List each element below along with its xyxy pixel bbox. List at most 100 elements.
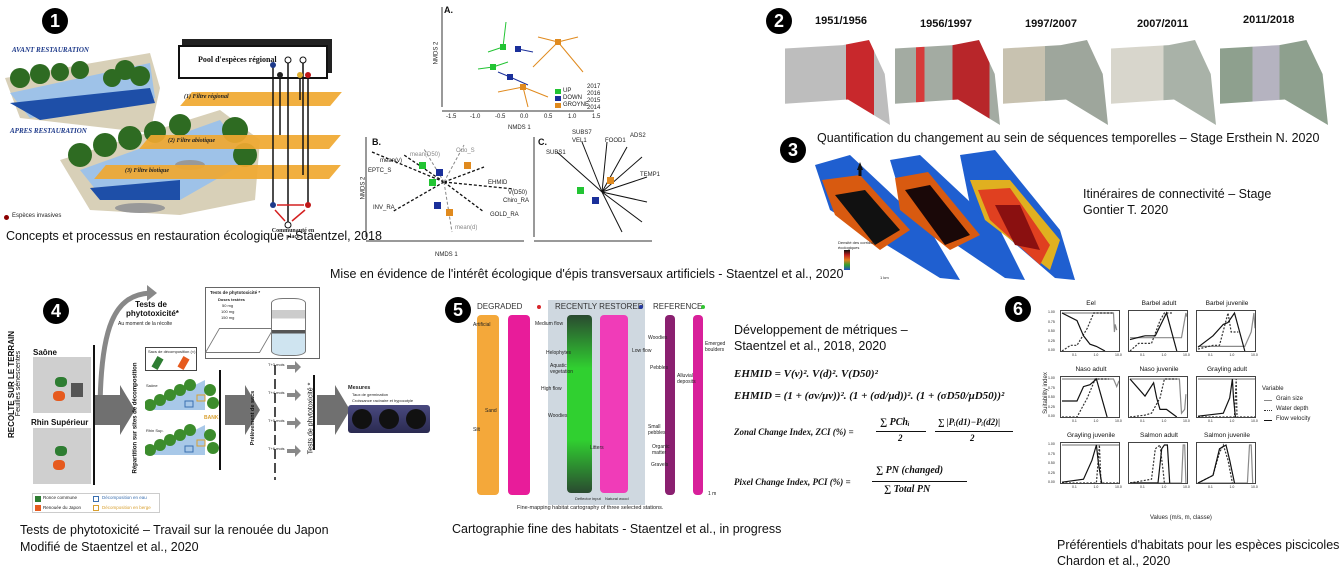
annotation-sand: Sand	[485, 408, 497, 414]
legend-renouee: Renouée du Japon	[43, 505, 82, 510]
dose-100: 100 mg	[221, 309, 235, 314]
flow-velocity-line	[1062, 377, 1108, 417]
annotation-high-flow: High flow	[541, 386, 562, 392]
panel-title: Grayling adult	[1206, 366, 1248, 373]
rhin-small-label: Rhin Sup.	[146, 428, 164, 433]
ytick: 0.75	[1048, 319, 1055, 324]
xtick: 10.0	[1115, 419, 1122, 423]
station-degraded: DEGRADED	[477, 302, 523, 311]
legend-year: 2017	[587, 84, 601, 90]
restored-dot-icon	[639, 305, 643, 309]
formula-pci-denominator: ∑ Total PN	[884, 484, 931, 495]
legend-up: UP	[563, 88, 572, 94]
map-2007-2011	[1111, 40, 1216, 125]
water-depth-line	[1198, 378, 1255, 417]
suitability-legend: Variable Grain size Water depth Flow vel…	[1262, 386, 1337, 436]
petri-dish-icon	[406, 409, 427, 429]
vector-temp1: TEMP1	[640, 172, 661, 178]
saone-region-icon	[71, 383, 83, 397]
water-depth-line	[1197, 312, 1239, 350]
annotation-alluvial: Alluvial deposits	[677, 373, 696, 385]
xtick: 0.5	[544, 114, 553, 120]
vector-mean-d: mean(d)	[455, 225, 478, 231]
bracket-right	[218, 370, 221, 470]
nmds-a-ylabel: NMDS 2	[433, 41, 440, 65]
degraded-substrates-strip	[477, 315, 499, 495]
tests-top-sub: Au moment de la récolte	[118, 321, 173, 327]
caption-section-6-line1: Préférentiels d'habitats pour les espèce…	[1057, 538, 1340, 552]
grain-size-line	[1198, 312, 1255, 348]
nmds-b-axes	[365, 137, 524, 242]
ytick: 0.50	[1048, 461, 1055, 465]
grain-size-line	[1130, 378, 1187, 415]
connectivity-legend-1: Densité des corridors écologiques	[838, 240, 878, 280]
xtick: 1.0	[1161, 353, 1167, 357]
formula-zci-fraction-line	[876, 431, 926, 432]
xtick: 10.0	[1115, 485, 1122, 489]
section-number-5: 5	[445, 297, 471, 323]
ytick: 0.25	[1048, 404, 1055, 409]
suitability-panel	[1128, 310, 1188, 352]
legend-groyne: GROYNE	[563, 102, 590, 108]
panel-title: Barbel juvenile	[1205, 300, 1249, 307]
ytick: 1.00	[1048, 442, 1055, 446]
petri-dish-icon	[351, 409, 372, 429]
xtick: 0.1	[1072, 485, 1077, 489]
grain-size-line	[1198, 444, 1254, 483]
vector-subs1: SUBS1	[546, 150, 566, 156]
restored-velocity-strip	[600, 315, 628, 493]
vector-food1: FOOD1	[605, 138, 626, 144]
legend-deflector: Deflector input	[575, 496, 601, 501]
caption-section-3-line1: Itinéraires de connectivité – Stage	[1083, 187, 1272, 201]
legend-velocity-line	[1264, 420, 1272, 421]
caption-section-2: Quantification du changement au sein de …	[817, 131, 1320, 145]
decomposition-bags-box: Sacs de décomposition (×)	[145, 347, 197, 371]
caption-section-1: Concepts et processus en restauration éc…	[6, 229, 382, 243]
formula-zci-label: Zonal Change Index, ZCI (%) =	[734, 427, 854, 437]
legend-invasive-species: Espèces invasives	[12, 213, 62, 219]
xtick: 10.0	[1183, 485, 1190, 489]
orange-bag-icon	[177, 356, 190, 370]
ronce-shape-icon	[55, 446, 67, 456]
renouee-legend-icon	[35, 505, 41, 511]
phytotoxicity-workflow: RECOLTE SUR LE TERRAIN Feuilles sénescen…	[0, 285, 430, 515]
reference-dot-icon	[701, 305, 705, 309]
nmds-c-label: C.	[538, 137, 547, 147]
flow-velocity-line	[1197, 311, 1246, 351]
vector-odo: Odo_S	[456, 148, 475, 154]
xtick: 1.0	[568, 114, 577, 120]
ytick: 0.75	[1048, 451, 1055, 456]
ytick: 0.50	[1048, 329, 1055, 333]
xtick: 10.0	[1183, 419, 1190, 423]
vector-mean-v: mean(v)	[380, 158, 403, 164]
saone-map	[33, 357, 91, 413]
xtick: -1.5	[446, 114, 457, 120]
section-number-4: 4	[43, 298, 69, 324]
phytotoxicity-legend: Ronce commune Renouée du Japon Décomposi…	[32, 493, 160, 513]
measure-growth: Croissance racinaire et hypocotyle	[352, 398, 414, 403]
measure-germination: Taux de germination	[352, 392, 389, 397]
caption-section-5: Cartographie fine des habitats - Staentz…	[452, 522, 782, 536]
connectivity-maps	[815, 150, 1075, 280]
legend-grain-size: Grain size	[1276, 396, 1304, 402]
suitability-panel	[1060, 442, 1120, 484]
filter-2-label: (2) Filtre abiotique	[168, 138, 215, 144]
annotation-gravels: Gravels	[651, 462, 669, 468]
species-pool-label: Pool d'espèces régional	[198, 55, 277, 64]
community-label: Communauté en place	[271, 228, 315, 240]
panel-title: Naso juvenile	[1139, 366, 1179, 373]
legend-flow-velocity: Flow velocity	[1276, 416, 1311, 422]
period-5: 2011/2018	[1243, 14, 1295, 26]
section-number-3: 3	[780, 137, 806, 163]
dose-150: 150 mg	[221, 315, 235, 320]
legend-title: Densité des corridors écologiques	[838, 240, 876, 250]
xtick: 10.0	[1251, 485, 1258, 489]
suitability-panel	[1128, 376, 1188, 418]
nmds-c-axes	[533, 137, 652, 242]
formula-zci-numerator: ∑ PChᵢ	[880, 417, 910, 428]
annotation-woodies: Woodies	[548, 413, 568, 419]
suitability-panel	[1128, 442, 1188, 484]
annotation-aquatic-vegetation: Aquatic vegetation	[550, 363, 574, 375]
water-depth-line	[1062, 444, 1119, 483]
formula-pci-numerator: ∑ PN (changed)	[876, 465, 944, 476]
